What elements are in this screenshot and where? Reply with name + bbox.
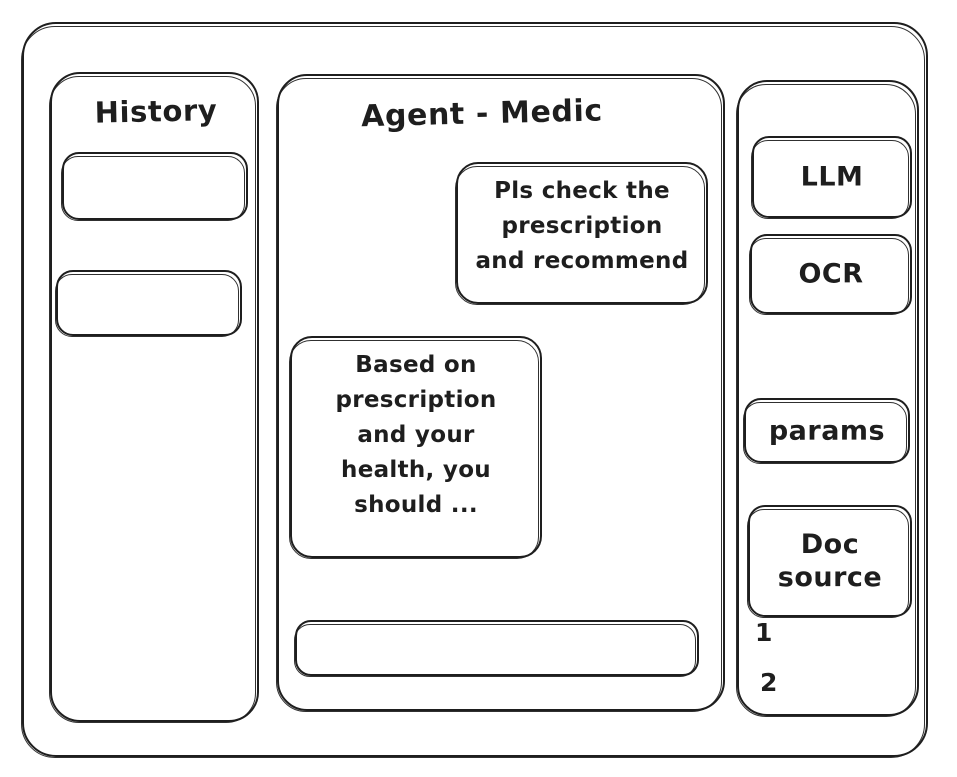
tool-doc-source-label: Doc source (777, 529, 883, 593)
doc-source-list-item[interactable]: 2 (760, 668, 778, 697)
doc-source-list-item[interactable]: 1 (755, 618, 773, 647)
user-message-text: Pls check the prescription and recommend (475, 178, 689, 274)
history-item[interactable] (61, 152, 248, 221)
message-input[interactable] (294, 620, 699, 677)
tool-doc-source-button[interactable]: Doc source (747, 505, 912, 618)
tool-ocr-button[interactable]: OCR (749, 234, 912, 315)
page-title: Agent - Medic (360, 93, 604, 135)
tool-params-button[interactable]: params (743, 398, 910, 464)
history-title: History (94, 93, 218, 130)
tool-llm-button[interactable]: LLM (751, 136, 912, 219)
tool-llm-label: LLM (800, 161, 864, 193)
tool-ocr-label: OCR (798, 258, 864, 290)
history-item[interactable] (55, 270, 242, 337)
tool-params-label: params (768, 415, 886, 446)
agent-message-text: Based on prescription and your health, y… (335, 352, 497, 518)
